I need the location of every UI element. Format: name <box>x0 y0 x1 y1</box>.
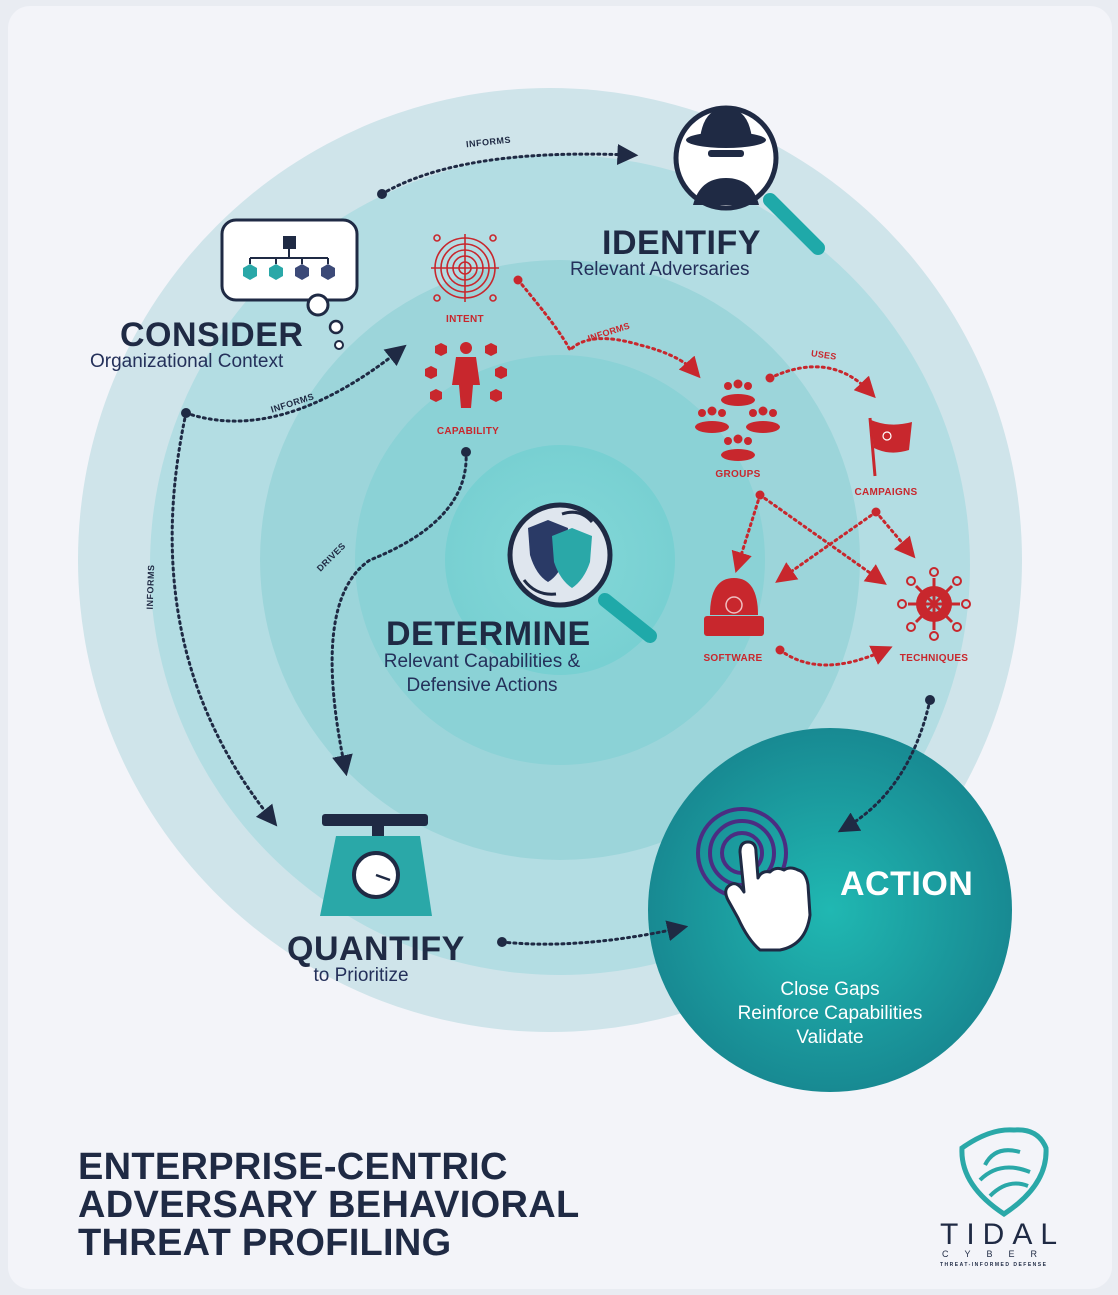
quantify-title: QUANTIFY <box>287 930 465 968</box>
determine-title: DETERMINE <box>386 615 591 653</box>
gear-icon <box>897 567 971 641</box>
scale-icon <box>320 814 432 916</box>
arrow-quantify-action <box>500 920 689 946</box>
title-line-2: ADVERSARY BEHAVIORAL <box>78 1184 580 1226</box>
arrow-groups-software <box>731 493 762 574</box>
arrow-informs-top <box>380 143 639 196</box>
logo-name: TIDAL <box>940 1218 1066 1251</box>
groups-label: GROUPS <box>715 469 761 480</box>
arrow-informs-middle <box>184 344 407 423</box>
logo-tagline: THREAT-INFORMED DEFENSE <box>940 1262 1048 1268</box>
navy-arrow-starts <box>181 189 935 947</box>
arrow-drives <box>330 450 468 777</box>
title-line-1: ENTERPRISE-CENTRIC <box>78 1146 508 1188</box>
target-icon <box>431 234 499 302</box>
informs-left-label: INFORMS <box>144 564 157 610</box>
logo-sub: CYBER <box>942 1249 1054 1259</box>
quantify-subtitle: to Prioritize <box>313 965 409 986</box>
consider-subtitle: Organizational Context <box>90 351 284 372</box>
arrow-techniques-action <box>837 698 932 833</box>
software-label: SOFTWARE <box>703 653 763 664</box>
determine-subtitle-2: Defensive Actions <box>406 675 558 696</box>
org-chart-bubble-icon <box>220 218 359 350</box>
action-item-close-gaps: Close Gaps <box>780 979 880 1000</box>
capability-person-icon <box>425 342 507 408</box>
intent-label: INTENT <box>446 314 484 325</box>
tidal-shield-logo <box>959 1127 1049 1217</box>
determine-subtitle-1: Relevant Capabilities & <box>383 651 581 672</box>
hand-tap-icon <box>696 807 812 952</box>
alarm-icon <box>704 578 764 636</box>
capability-label: CAPABILITY <box>436 426 500 437</box>
identify-subtitle: Relevant Adversaries <box>570 259 750 280</box>
identify-title: IDENTIFY <box>602 224 761 262</box>
action-title: ACTION <box>840 865 974 903</box>
navy-arrows <box>170 143 932 946</box>
techniques-label: TECHNIQUES <box>899 653 969 664</box>
action-item-validate: Validate <box>796 1027 864 1048</box>
red-arrow-starts <box>513 275 881 655</box>
arrow-software-techniques <box>778 645 893 667</box>
title-line-3: THREAT PROFILING <box>78 1222 452 1264</box>
red-arrows <box>516 278 916 667</box>
flag-icon <box>868 417 912 477</box>
groups-icon <box>695 379 780 461</box>
consider-title: CONSIDER <box>120 316 304 354</box>
action-item-reinforce: Reinforce Capabilities <box>737 1003 923 1024</box>
arrow-intent-groups <box>516 278 701 379</box>
arrow-informs-left <box>170 411 278 827</box>
arrow-campaigns-techniques <box>874 510 916 559</box>
page-title: ENTERPRISE-CENTRIC ADVERSARY BEHAVIORAL … <box>78 1148 579 1262</box>
shield-magnifier-icon <box>507 502 657 643</box>
arrow-uses <box>768 365 876 399</box>
action-circle <box>648 728 1012 1092</box>
arrow-campaigns-software <box>775 510 878 583</box>
spy-magnifier-icon <box>673 105 825 255</box>
campaigns-label: CAMPAIGNS <box>854 487 918 498</box>
arrow-groups-techniques <box>758 493 887 585</box>
